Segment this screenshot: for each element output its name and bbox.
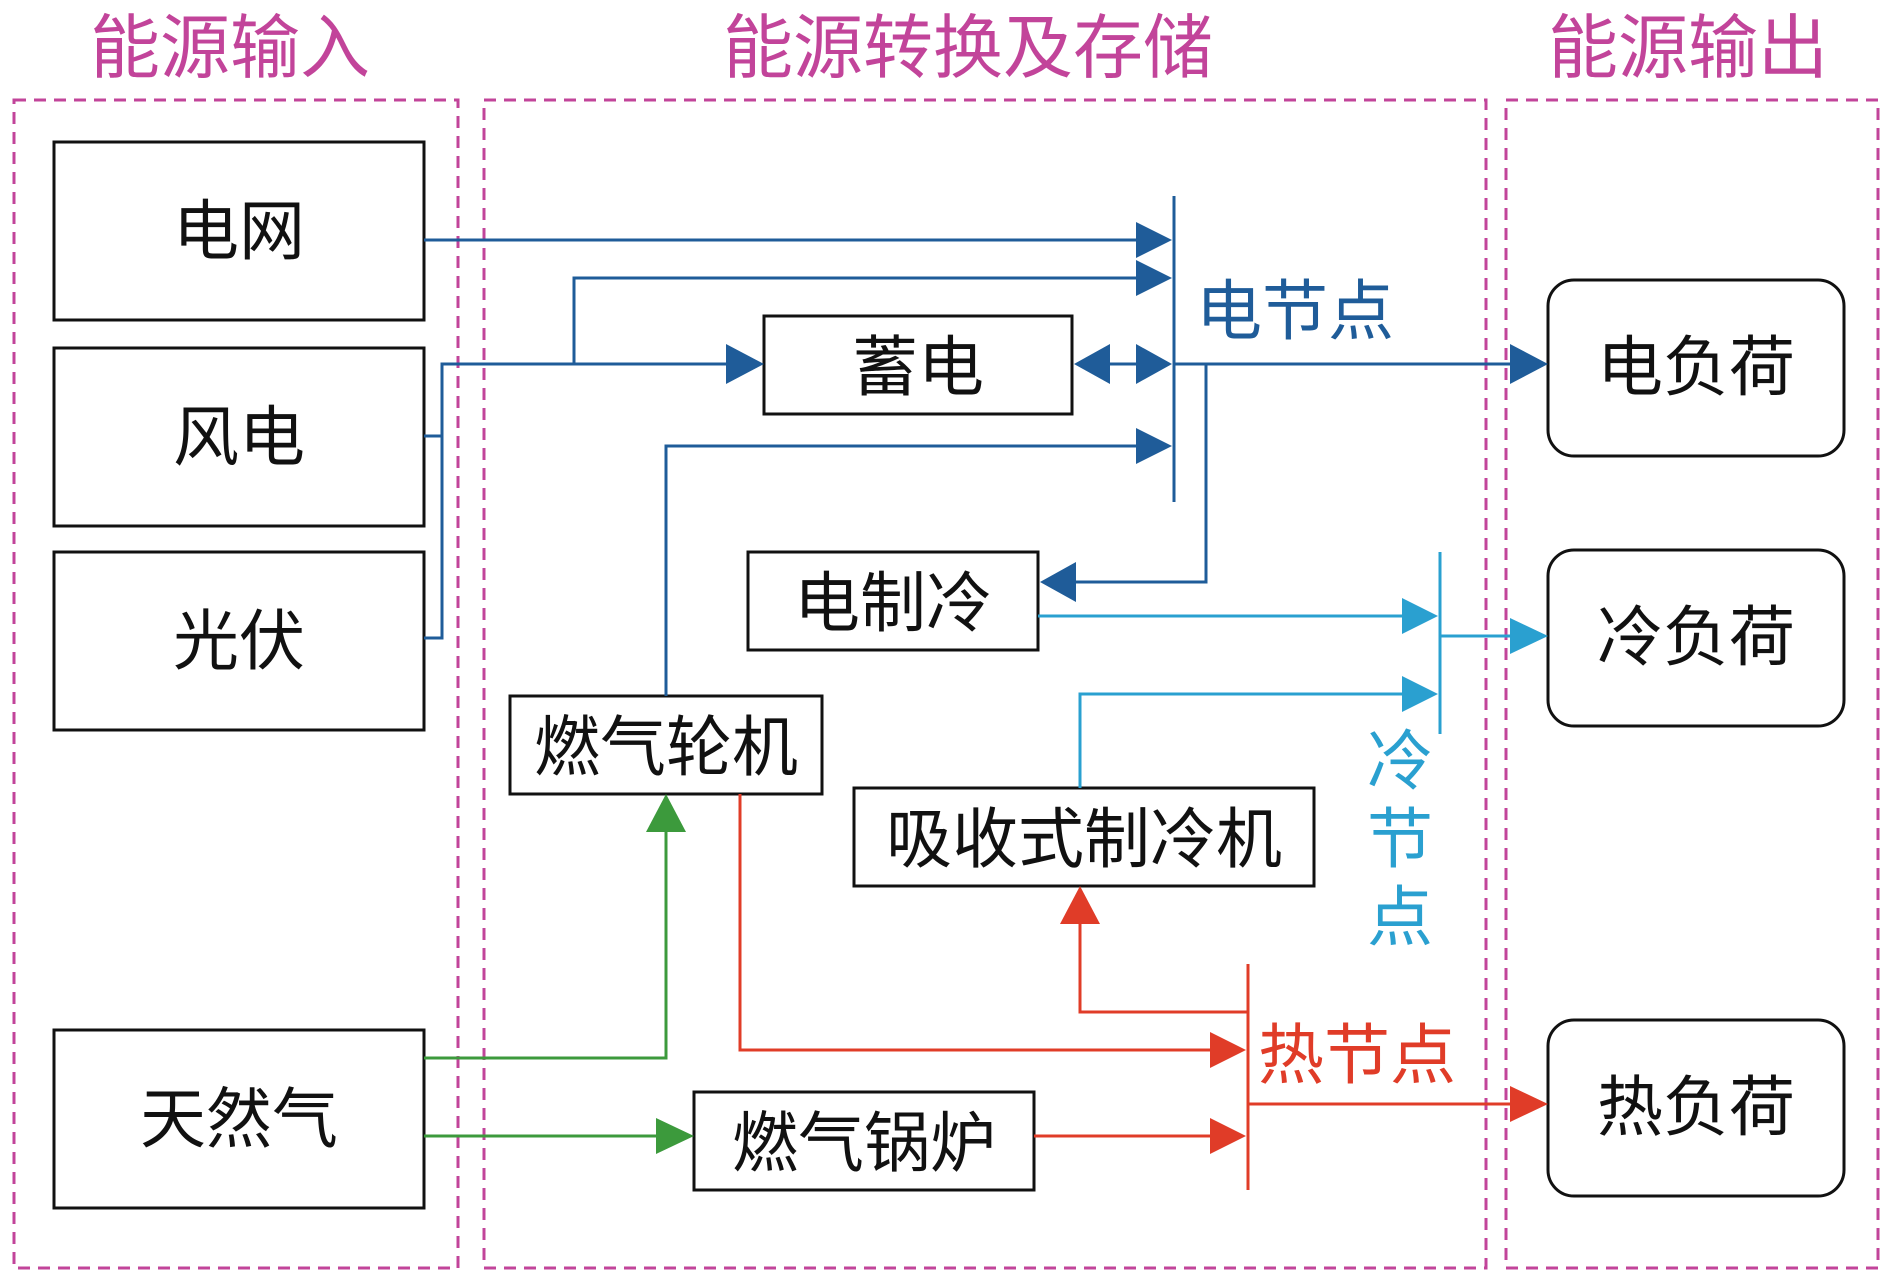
absorption-to-cold-node-line bbox=[1078, 692, 1402, 788]
grid-box bbox=[52, 140, 426, 322]
input-section-title: 能源输入 bbox=[90, 7, 370, 89]
heat-node-label: 热节点 bbox=[1258, 1017, 1456, 1094]
node-to-chiller-line bbox=[1076, 364, 1208, 584]
storage-in-arrow bbox=[726, 344, 764, 384]
storage-label: 蓄电 bbox=[852, 329, 984, 406]
pv-label: 光伏 bbox=[173, 603, 305, 680]
heat-node-to-absorption-line bbox=[1078, 924, 1248, 1014]
turbine-to-node-line bbox=[664, 444, 1136, 696]
grid-label: 电网 bbox=[173, 193, 305, 270]
turbine-to-heat-node-line bbox=[738, 794, 1210, 1052]
cold-load-box bbox=[1546, 548, 1846, 728]
turbine-gas-arrow bbox=[646, 794, 686, 832]
input-boxes bbox=[52, 140, 426, 1210]
electric-arrowheads bbox=[726, 222, 1548, 602]
chiller-in-arrow bbox=[1040, 562, 1076, 602]
node-to-storage-arrow bbox=[1074, 344, 1110, 384]
output-section-frame bbox=[1504, 98, 1880, 1270]
absorption-chiller-label: 吸收式制冷机 bbox=[886, 801, 1282, 878]
section-frames bbox=[12, 98, 1880, 1270]
heat-arrowheads bbox=[1060, 886, 1548, 1154]
wind-box bbox=[52, 346, 426, 528]
heat-load-box bbox=[1546, 1018, 1846, 1198]
storage-box bbox=[762, 314, 1074, 416]
electric-load-arrow bbox=[1510, 344, 1548, 384]
heat-flows bbox=[738, 794, 1510, 1138]
electric-chiller-box bbox=[746, 550, 1040, 652]
conversion-section-title: 能源转换及存储 bbox=[723, 7, 1213, 89]
grid-arrow bbox=[1136, 222, 1172, 258]
output-boxes bbox=[1546, 278, 1846, 1198]
gas-flows bbox=[424, 832, 668, 1138]
heat-load-arrow bbox=[1510, 1086, 1548, 1122]
boiler-gas-arrow bbox=[656, 1118, 694, 1154]
conversion-section-frame bbox=[482, 98, 1488, 1270]
gas-turbine-label: 燃气轮机 bbox=[534, 709, 798, 786]
cold-node-label-1: 冷 bbox=[1367, 723, 1433, 800]
output-section-title: 能源输出 bbox=[1548, 7, 1828, 89]
absorption-chiller-box bbox=[852, 786, 1316, 888]
pv-tap-line bbox=[424, 362, 726, 640]
electric-load-box bbox=[1546, 278, 1846, 458]
renewables-arrow bbox=[1136, 260, 1172, 296]
pv-box bbox=[52, 550, 426, 732]
boiler-heat-arrow bbox=[1210, 1118, 1246, 1154]
gas-turbine-box bbox=[508, 694, 824, 796]
electric-node-label: 电节点 bbox=[1196, 273, 1394, 350]
cold-node-label-3: 点 bbox=[1367, 879, 1433, 956]
turbine-heat-arrow bbox=[1210, 1032, 1246, 1068]
absorption-cold-arrow bbox=[1402, 676, 1438, 712]
heat-load-label: 热负荷 bbox=[1597, 1069, 1795, 1146]
gas-box bbox=[52, 1028, 426, 1210]
absorption-heat-arrow bbox=[1060, 886, 1100, 924]
cold-arrowheads bbox=[1402, 598, 1548, 712]
cold-flows bbox=[1038, 614, 1510, 788]
cold-load-label: 冷负荷 bbox=[1597, 599, 1795, 676]
gas-label: 天然气 bbox=[140, 1081, 338, 1158]
turbine-arrow bbox=[1136, 428, 1172, 464]
gas-arrowheads bbox=[646, 794, 694, 1154]
cold-node-label-2: 节 bbox=[1367, 801, 1433, 878]
chiller-cold-arrow bbox=[1402, 598, 1438, 634]
gas-to-turbine-line bbox=[424, 832, 668, 1060]
cold-load-arrow bbox=[1510, 618, 1548, 654]
electric-flows bbox=[424, 238, 1510, 696]
storage-to-node-arrow bbox=[1136, 344, 1172, 384]
electric-load-label: 电负荷 bbox=[1597, 329, 1795, 406]
device-boxes bbox=[508, 314, 1316, 1192]
gas-boiler-box bbox=[692, 1090, 1036, 1192]
input-section-frame bbox=[12, 98, 460, 1270]
wind-label: 风电 bbox=[173, 399, 305, 476]
renewables-to-node-line bbox=[572, 276, 1136, 364]
gas-boiler-label: 燃气锅炉 bbox=[732, 1105, 996, 1182]
electric-chiller-label: 电制冷 bbox=[794, 565, 992, 642]
